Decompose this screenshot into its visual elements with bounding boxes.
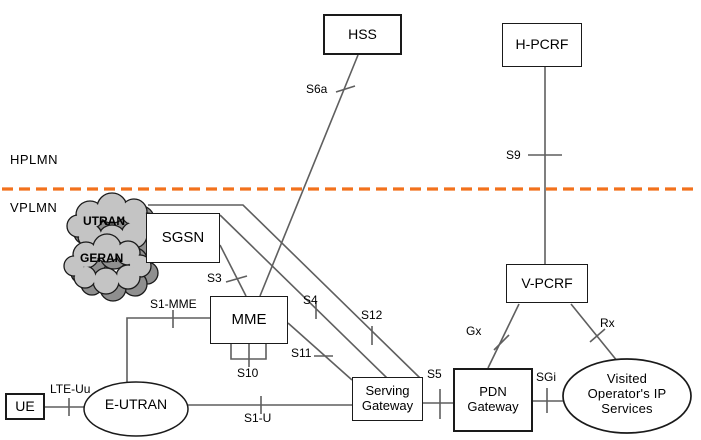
link-s12 (148, 204, 421, 379)
visited-services-label: Visited Operator's IP Services (567, 371, 687, 417)
iface-label-s12: S12 (361, 308, 383, 322)
link-gx (487, 303, 520, 369)
visited-services-line2: Operator's IP (587, 385, 667, 401)
visited-services-line3: Services (601, 400, 653, 416)
e-utran-label-text: E-UTRAN (104, 396, 168, 412)
iface-label-s1-mme: S1-MME (150, 297, 197, 311)
hss-label: HSS (348, 25, 377, 42)
v-pcrf-label: V-PCRF (521, 274, 573, 291)
v-pcrf-node: V-PCRF (506, 264, 588, 303)
pdn-gateway-node: PDN Gateway (453, 368, 533, 432)
mme-label: MME (231, 310, 267, 328)
geran-cloud-label: GERAN (80, 251, 124, 265)
link-s11 (287, 322, 353, 381)
iface-label-s4: S4 (303, 293, 318, 307)
utran-cloud-label: UTRAN (83, 214, 125, 228)
sgsn-node: SGSN (146, 213, 220, 263)
link-s1-mme (126, 317, 210, 384)
iface-label-sgi: SGi (536, 370, 557, 384)
mme-node: MME (210, 296, 288, 344)
pdn-gateway-label-line1: PDN (479, 384, 507, 400)
sgsn-label: SGSN (161, 228, 205, 246)
pdn-gateway-label-line2: Gateway (467, 399, 519, 414)
vplmn-region-label: VPLMN (10, 200, 58, 215)
hss-node: HSS (323, 14, 402, 55)
link-rx (570, 303, 619, 363)
serving-gateway-label-line1: Serving (365, 383, 410, 399)
interface-ticks (68, 85, 606, 419)
e-utran-ellipse (83, 381, 189, 437)
ue-node: UE (5, 393, 45, 420)
serving-gateway-node: Serving Gateway (352, 377, 423, 421)
iface-label-s3: S3 (207, 271, 222, 285)
serving-gateway-label-line2: Gateway (361, 398, 414, 413)
ue-label: UE (15, 397, 35, 414)
iface-label-s1-u: S1-U (244, 411, 272, 425)
e-utran-label: E-UTRAN (86, 396, 186, 412)
h-pcrf-label: H-PCRF (515, 36, 569, 53)
visited-services-ellipse (562, 358, 692, 434)
iface-label-s6a: S6a (306, 82, 328, 96)
iface-label-rx: Rx (600, 316, 615, 330)
link-s6a (259, 54, 359, 297)
hplmn-region-label: HPLMN (10, 152, 59, 167)
geran-cloud (63, 233, 159, 302)
link-s4 (219, 214, 388, 379)
iface-label-s11: S11 (291, 346, 312, 360)
visited-services-line1: Visited (606, 371, 648, 386)
h-pcrf-node: H-PCRF (502, 23, 582, 67)
iface-label-s10: S10 (237, 366, 259, 380)
iface-label-s5: S5 (427, 367, 442, 381)
iface-label-s9: S9 (506, 148, 521, 162)
iface-label-lte-uu: LTE-Uu (50, 382, 91, 396)
iface-label-gx: Gx (466, 324, 482, 338)
link-s3 (219, 244, 247, 297)
